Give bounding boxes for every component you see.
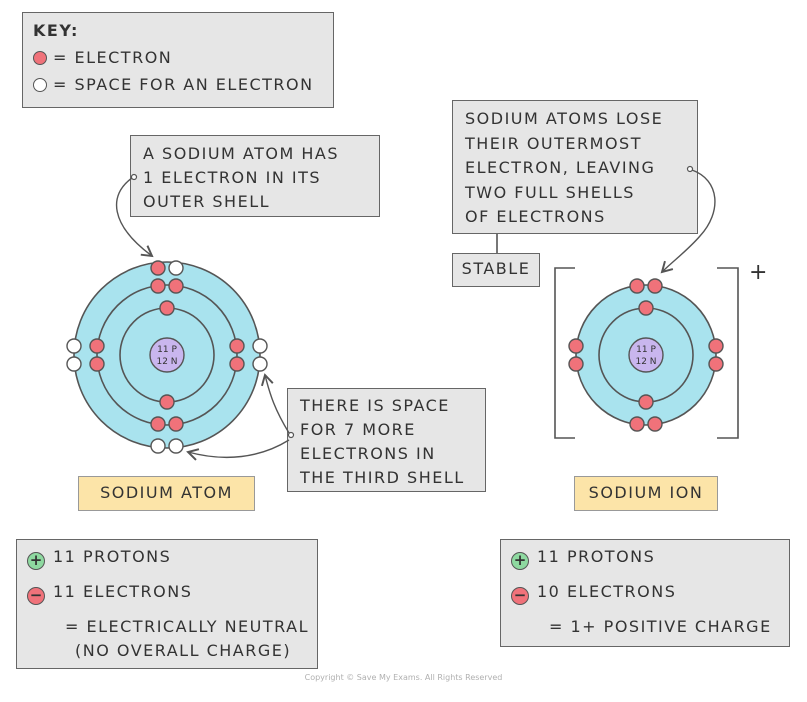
ion-protons: 11 PROTONS (537, 547, 656, 566)
key-title: KEY: (33, 21, 79, 40)
ion-callout-line-1: SODIUM ATOMS LOSE (465, 109, 664, 128)
electron (89, 356, 105, 372)
ion-callout-line-2: THEIR OUTERMOST (465, 133, 642, 153)
atom-arrows (116, 173, 295, 461)
atom-electrons: 11 ELECTRONS (53, 582, 193, 601)
space-key-icon (33, 78, 47, 92)
ion-nucleus-neutrons: 12 N (635, 357, 656, 367)
ion-arrow (660, 165, 716, 274)
minus-icon: − (27, 587, 45, 605)
atom-callout: A SODIUM ATOM HAS 1 ELECTRON IN ITS OUTE… (130, 135, 380, 217)
ion-electrons: 10 ELECTRONS (537, 582, 677, 601)
atom-callout-line-3: OUTER SHELL (143, 192, 271, 211)
ion-bracket-left (554, 267, 575, 439)
electron (647, 278, 663, 294)
copyright-text: Copyright © Save My Exams. All Rights Re… (304, 673, 503, 682)
electron-space (66, 356, 82, 372)
sodium-ion-label: SODIUM ION (574, 476, 718, 511)
electron-space (168, 260, 184, 276)
electron (708, 356, 724, 372)
electron (159, 300, 175, 316)
sodium-ion-label-text: SODIUM ION (588, 483, 704, 502)
electron (638, 394, 654, 410)
ion-bracket-right (717, 267, 739, 439)
key-box: KEY: = ELECTRON = SPACE FOR AN ELECTRON (22, 12, 334, 108)
atom-result-line-1: = ELECTRICALLY NEUTRAL (65, 617, 309, 636)
ion-callout-line-5: OF ELECTRONS (465, 207, 606, 226)
ion-charge: + (749, 260, 767, 285)
electron-space (252, 356, 268, 372)
stable-text: STABLE (461, 259, 531, 278)
electron-space (66, 338, 82, 354)
electron (89, 338, 105, 354)
electron (647, 416, 663, 432)
ion-summary-box: +11 PROTONS −10 ELECTRONS = 1+ POSITIVE … (500, 539, 790, 647)
electron (568, 338, 584, 354)
sodium-atom-label-text: SODIUM ATOM (100, 483, 233, 502)
electron-key-icon (33, 51, 47, 65)
key-electron-text: = ELECTRON (53, 48, 173, 67)
ion-callout: SODIUM ATOMS LOSE THEIR OUTERMOST ELECTR… (452, 100, 698, 234)
electron (708, 338, 724, 354)
atom-nucleus-neutrons: 12 N (156, 357, 177, 367)
minus-icon: − (511, 587, 529, 605)
ion-nucleus-protons: 11 P (636, 345, 656, 355)
space-callout: THERE IS SPACE FOR 7 MORE ELECTRONS IN T… (287, 388, 486, 492)
electron (150, 416, 166, 432)
arrow-to-right-space (261, 373, 290, 434)
ion-callout-line-4: TWO FULL SHELLS (465, 182, 635, 202)
ion-result: = 1+ POSITIVE CHARGE (549, 617, 772, 636)
plus-icon: + (27, 552, 45, 570)
atom-protons: 11 PROTONS (53, 547, 172, 566)
sodium-atom: 11 P 12 N (66, 260, 268, 454)
key-space-text: = SPACE FOR AN ELECTRON (53, 75, 314, 94)
atom-summary-box: +11 PROTONS −11 ELECTRONS = ELECTRICALLY… (16, 539, 318, 669)
arrow-to-bottom-space (186, 439, 290, 461)
electron (168, 416, 184, 432)
electron (629, 278, 645, 294)
arrow-to-outer-electron (116, 177, 154, 258)
sodium-ion: 11 P 12 N (568, 278, 724, 432)
electron (229, 356, 245, 372)
electron (150, 260, 166, 276)
electron (150, 278, 166, 294)
electron (568, 356, 584, 372)
plus-icon: + (511, 552, 529, 570)
atom-result-line-2: (NO OVERALL CHARGE) (75, 641, 292, 660)
ion-nucleus (628, 337, 664, 373)
electron-space (168, 438, 184, 454)
space-callout-line-3: ELECTRONS IN (300, 444, 436, 463)
space-callout-line-2: FOR 7 MORE (300, 420, 416, 439)
electron (629, 416, 645, 432)
atom-callout-line-1: A SODIUM ATOM HAS (143, 144, 340, 163)
ion-callout-line-3: ELECTRON, LEAVING (465, 158, 656, 177)
space-callout-line-4: THE THIRD SHELL (300, 468, 465, 487)
atom-nucleus (149, 337, 185, 373)
atom-nucleus-protons: 11 P (157, 345, 177, 355)
electron (229, 338, 245, 354)
atom-callout-line-2: 1 ELECTRON IN ITS (143, 168, 322, 187)
stable-box: STABLE (452, 253, 540, 287)
space-callout-line-1: THERE IS SPACE (300, 396, 450, 415)
electron (168, 278, 184, 294)
electron (638, 300, 654, 316)
sodium-atom-label: SODIUM ATOM (78, 476, 255, 511)
electron-space (150, 438, 166, 454)
electron (159, 394, 175, 410)
electron-space (252, 338, 268, 354)
